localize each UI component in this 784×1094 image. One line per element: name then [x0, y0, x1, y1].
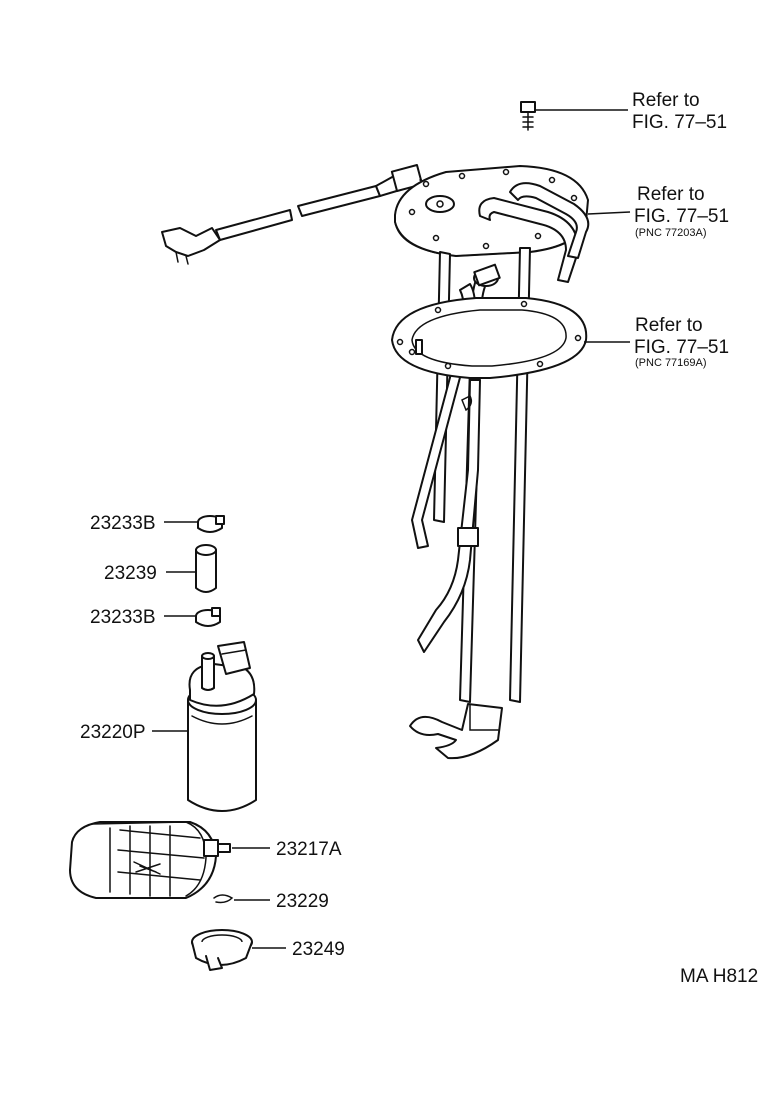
ref1-line1: Refer to	[632, 90, 700, 111]
screw	[520, 101, 536, 131]
ref3-pnc: (PNC 77169A)	[635, 357, 707, 369]
ref2-line1: Refer to	[637, 184, 705, 205]
cushion-drawing	[191, 929, 253, 971]
wire-harness	[161, 163, 439, 265]
gasket	[391, 297, 588, 379]
diagram-code: MA H812	[680, 966, 758, 987]
part-number-fuel-pump: 23220P	[80, 722, 146, 743]
clamp-lower-drawing	[195, 607, 221, 627]
filter-drawing	[69, 821, 231, 899]
clamp-upper-drawing	[197, 515, 225, 533]
gauge-top-plate	[394, 165, 590, 283]
leader-ref2	[587, 211, 631, 215]
part-number-filter: 23217A	[276, 839, 342, 860]
part-number-clip: 23229	[276, 891, 329, 912]
part-number-clamp-upper: 23233B	[90, 513, 156, 534]
part-number-cushion: 23249	[292, 939, 345, 960]
ref2-pnc: (PNC 77203A)	[635, 227, 707, 239]
part-number-hose: 23239	[104, 563, 157, 584]
fuel-pump-drawing	[187, 641, 257, 812]
ref2-line2: FIG. 77–51	[634, 206, 729, 227]
clip-drawing	[213, 894, 234, 904]
ref3-line1: Refer to	[635, 315, 703, 336]
ref3-line2: FIG. 77–51	[634, 337, 729, 358]
ref1-line2: FIG. 77–51	[632, 112, 727, 133]
part-number-clamp-lower: 23233B	[90, 607, 156, 628]
hose-drawing	[195, 544, 217, 593]
